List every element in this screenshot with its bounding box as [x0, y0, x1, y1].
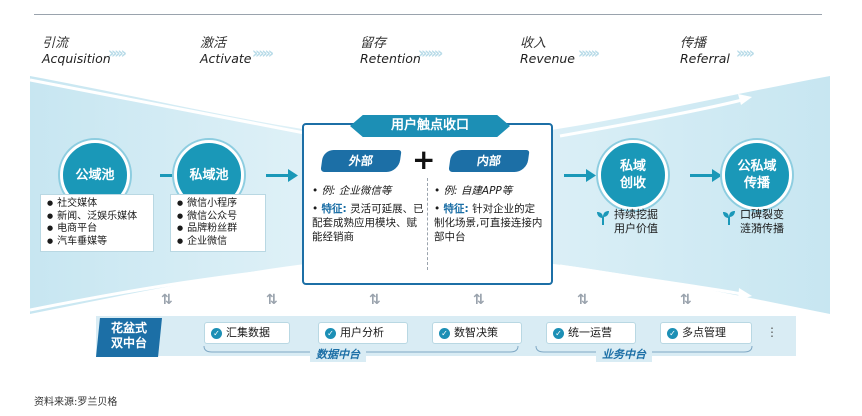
touchpoint-title: 用户触点收口	[350, 115, 510, 137]
stage-cn: 留存	[360, 36, 387, 51]
example-label: 例:	[443, 185, 458, 197]
stage-cn: 激活	[200, 36, 227, 51]
cycle-icon: ⇅	[680, 292, 692, 308]
item-label: 数智决策	[454, 326, 498, 339]
public-pool-list: 社交媒体 新闻、泛娱乐媒体 电商平台 汽车垂媒等	[40, 194, 154, 252]
label-line: 私域	[619, 159, 646, 174]
platform-item: ✓ 数智决策	[432, 322, 522, 344]
cycle-icon: ⇅	[266, 292, 278, 308]
stage-en: Retention	[360, 51, 421, 66]
external-desc: • 例: 企业微信等 • 特征: 灵活可延展、已配套成熟应用模块、赋能经销商	[312, 184, 424, 244]
source-note: 资料来源:罗兰贝格	[34, 397, 118, 408]
check-icon: ✓	[325, 327, 336, 339]
label-line: 双中台	[110, 336, 147, 350]
more-icon: ⋮	[766, 325, 778, 339]
external-badge: 外部	[320, 150, 402, 172]
stage-retention: 留存 Retention	[360, 36, 421, 66]
stage-en: Revenue	[520, 51, 575, 66]
internal-badge: 内部	[448, 150, 530, 172]
stage-en: Referral	[680, 51, 730, 66]
sprout-icon	[723, 211, 735, 225]
cycle-icon: ⇅	[369, 292, 381, 308]
feature-label: 特征:	[321, 203, 347, 215]
stage-activate: 激活 Activate	[200, 36, 251, 66]
list-item: 电商平台	[47, 223, 147, 236]
sprout-icon	[597, 211, 609, 225]
list-item: 新闻、泛娱乐媒体	[47, 211, 147, 224]
text-line: 用户价值	[614, 222, 658, 235]
list-item: 微信小程序	[177, 198, 259, 211]
stage-en: Acquisition	[42, 51, 111, 66]
cycle-icon: ⇅	[473, 292, 485, 308]
item-label: 用户分析	[340, 326, 384, 339]
platform-item: ✓ 多点管理	[660, 322, 752, 344]
check-icon: ✓	[439, 327, 450, 339]
chevron-arrows-icon: ›››››››	[418, 44, 443, 62]
private-pool-label: 私域池	[189, 167, 229, 183]
feature-value: 灵活可延展、已配套成熟应用模块、赋能经销商	[312, 203, 424, 243]
example-value: 企业微信等	[338, 185, 392, 197]
data-center-label: 数据中台	[310, 346, 366, 362]
feature-value: 针对企业的定制化场景,可直接连接内部中台	[434, 203, 543, 243]
chevron-arrows-icon: ››››››	[578, 44, 600, 62]
top-divider	[34, 14, 822, 15]
stage-acquisition: 引流 Acquisition	[42, 36, 111, 66]
example-label: 例:	[321, 185, 336, 197]
list-item: 品牌粉丝群	[177, 223, 259, 236]
platform-brackets	[203, 345, 753, 353]
item-label: 汇集数据	[226, 326, 270, 339]
dual-platform-label: 花盆式 双中台	[96, 318, 162, 357]
feature-label: 特征:	[443, 203, 469, 215]
internal-example: • 例: 自建APP等	[434, 185, 513, 197]
stage-en: Activate	[200, 51, 252, 66]
check-icon: ✓	[211, 327, 222, 339]
ripple-spread-text: 口碑裂变 涟漪传播	[722, 208, 784, 236]
stage-cn: 收入	[520, 36, 547, 51]
chevron-arrows-icon: ›››››	[736, 44, 755, 62]
plus-icon: +	[412, 143, 436, 176]
external-feature: • 特征: 灵活可延展、已配套成熟应用模块、赋能经销商	[312, 203, 424, 243]
platform-item: ✓ 用户分析	[318, 322, 408, 344]
private-revenue-circle: 私域 创收	[598, 140, 668, 210]
platform-item: ✓ 统一运营	[546, 322, 636, 344]
center-divider	[427, 178, 428, 270]
private-pool-list: 微信小程序 微信公众号 品牌粉丝群 企业微信	[170, 194, 266, 252]
text-line: 持续挖掘	[614, 208, 658, 221]
label-line: 创收	[619, 176, 646, 191]
value-mining-text: 持续挖掘 用户价值	[596, 208, 658, 236]
stage-cn: 引流	[42, 36, 69, 51]
cycle-icon: ⇅	[577, 292, 589, 308]
stage-referral: 传播 Referral	[680, 36, 730, 66]
chevron-arrows-icon: ››››››	[252, 44, 274, 62]
check-icon: ✓	[667, 327, 678, 339]
item-label: 多点管理	[682, 326, 726, 339]
list-item: 汽车垂媒等	[47, 236, 147, 249]
item-label: 统一运营	[568, 326, 612, 339]
business-center-label: 业务中台	[596, 346, 652, 362]
internal-desc: • 例: 自建APP等 • 特征: 针对企业的定制化场景,可直接连接内部中台	[434, 184, 544, 244]
text-line: 涟漪传播	[740, 222, 784, 235]
label-line: 花盆式	[110, 321, 147, 335]
internal-feature: • 特征: 针对企业的定制化场景,可直接连接内部中台	[434, 203, 543, 243]
label-line: 传播	[743, 176, 770, 191]
check-icon: ✓	[553, 327, 564, 339]
stage-revenue: 收入 Revenue	[520, 36, 575, 66]
external-example: • 例: 企业微信等	[312, 185, 392, 197]
cycle-icon: ⇅	[161, 292, 173, 308]
list-item: 企业微信	[177, 236, 259, 249]
text-line: 口碑裂变	[740, 208, 784, 221]
referral-label: 公私域 传播	[737, 158, 776, 192]
stage-cn: 传播	[680, 36, 707, 51]
private-revenue-label: 私域 创收	[620, 158, 646, 192]
public-pool-label: 公域池	[75, 167, 115, 183]
list-item: 微信公众号	[177, 211, 259, 224]
referral-circle: 公私域 传播	[722, 140, 792, 210]
example-value: 自建APP等	[460, 185, 513, 197]
chevron-arrows-icon: ›››››	[108, 44, 127, 62]
platform-item: ✓ 汇集数据	[204, 322, 290, 344]
list-item: 社交媒体	[47, 198, 147, 211]
label-line: 公私域	[737, 159, 777, 174]
